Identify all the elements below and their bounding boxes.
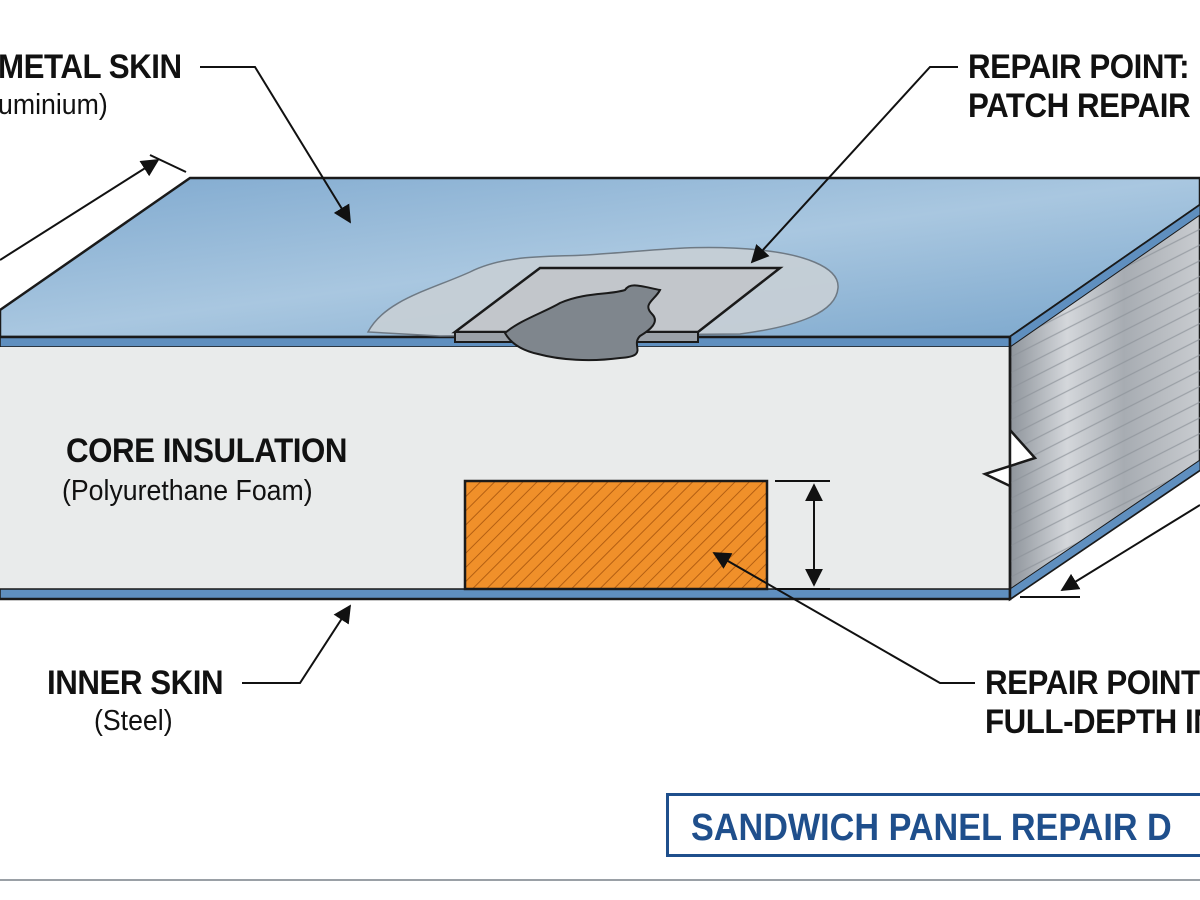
repair-insert [463, 479, 769, 591]
leader-inner-skin [242, 604, 351, 684]
repair-insert-line1: REPAIR POINT [985, 664, 1200, 702]
leader-metal-skin [200, 66, 351, 224]
title-box: SANDWICH PANEL REPAIR D [666, 793, 1200, 857]
depth-dimension-arrow [1060, 504, 1200, 591]
inner-skin-subtitle: (Steel) [94, 705, 173, 737]
repair-patch-line2: PATCH REPAIR [968, 87, 1191, 125]
diagram-title: SANDWICH PANEL REPAIR D [691, 807, 1172, 849]
repair-patch-line1: REPAIR POINT: [968, 48, 1190, 86]
leader-repair-insert [712, 552, 975, 684]
core-subtitle: (Polyurethane Foam) [62, 475, 313, 507]
inner-skin-title: INNER SKIN [47, 664, 224, 702]
length-dimension-tick [149, 154, 187, 173]
core-title: CORE INSULATION [66, 432, 348, 470]
repair-insert-line2: FULL-DEPTH IN [985, 703, 1200, 741]
bottom-skin-strip [0, 588, 1011, 600]
length-dimension-arrow [0, 159, 160, 261]
leader-repair-patch [750, 66, 958, 264]
core-crack [503, 284, 662, 362]
outer-skin-title: METAL SKIN [0, 48, 182, 86]
outer-skin-subtitle: uminium) [0, 89, 108, 121]
